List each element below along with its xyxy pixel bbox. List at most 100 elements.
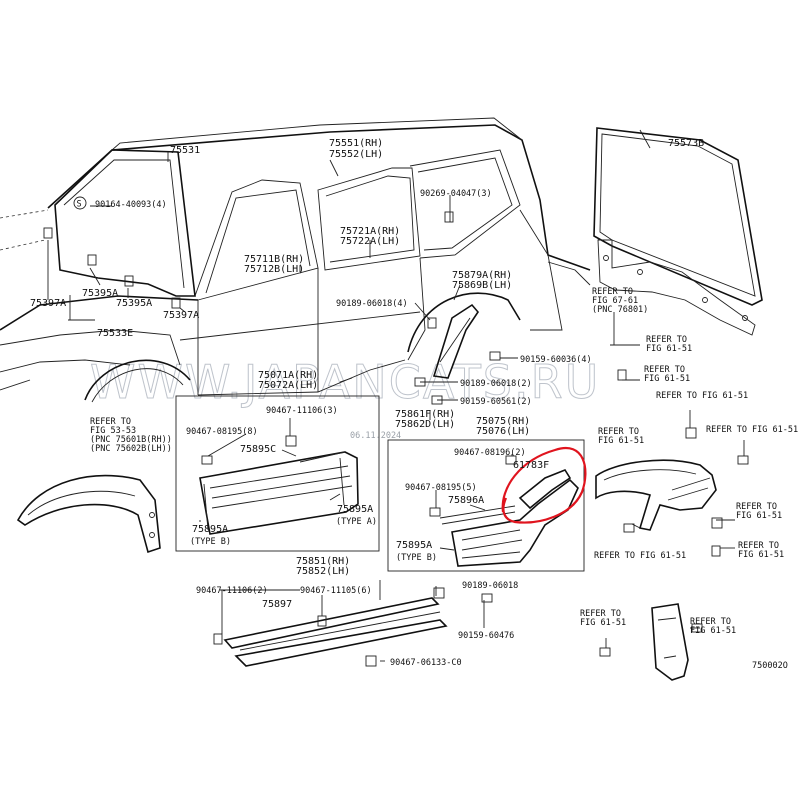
refer-label: FIG 61-51 (736, 511, 782, 521)
part-label: 90467-08195(5) (405, 483, 477, 493)
clip-icon (685, 427, 697, 439)
clip-icon (427, 317, 437, 329)
type-label: (TYPE B) (190, 537, 231, 547)
part-label: 75895A (337, 504, 373, 515)
refer-label: FIG 61-51 (738, 550, 784, 560)
clip-icon (87, 254, 97, 266)
part-label: 75712B(LH) (244, 264, 304, 275)
part-label: 75395A (116, 298, 152, 309)
part-label: 90159-60476 (458, 631, 514, 641)
part-label: 75852(LH) (296, 566, 350, 577)
bolt-icon (623, 523, 635, 533)
part-label: 75851(RH) (296, 556, 350, 567)
clip-icon (171, 297, 181, 309)
refer-label: (PNC 75602B(LH)) (90, 444, 172, 454)
part-label: 75573B (668, 138, 704, 149)
part-label: 90164-40093(4) (95, 200, 167, 210)
part-label: 90467-08195(8) (186, 427, 258, 437)
part-label: 75869B(LH) (452, 280, 512, 291)
part-label: 75072A(LH) (258, 380, 318, 391)
clip-icon (433, 587, 445, 599)
part-label: 75861F(RH) (395, 409, 455, 420)
part-label: 90189-06018(2) (460, 379, 532, 389)
part-label: 75531 (170, 145, 200, 156)
rocker-molding (223, 597, 448, 667)
part-label: 90159-60036(4) (520, 355, 592, 365)
bolt-icon (481, 593, 493, 603)
leader-lines (47, 129, 745, 662)
refer-label: REFER TO (592, 287, 633, 297)
refer-label: REFER TO (738, 541, 779, 551)
back-glass-molding (593, 127, 763, 336)
part-label: 75551(RH) (329, 138, 383, 149)
clip-icon (285, 435, 297, 447)
callout-symbol: S (77, 200, 82, 210)
box-front-door-molding (175, 395, 380, 552)
refer-label: REFER TO (644, 365, 685, 375)
refer-label: FIG 61-51 (598, 436, 644, 446)
part-label: 90159-60561(2) (460, 397, 532, 407)
part-labels: 75531 75551(RH) 75552(LH) 75573B 90164-4… (30, 138, 788, 671)
clip-icon (711, 517, 723, 529)
box-rear-door-molding (387, 439, 585, 572)
part-label: 75395A (82, 288, 118, 299)
part-label: 75895C (240, 444, 276, 455)
part-label: 90467-11106(3) (266, 406, 338, 416)
clip-icon (213, 633, 223, 645)
refer-label: FIG 61-51 (646, 344, 692, 354)
part-label: 90189-06018 (462, 581, 518, 591)
refer-label: REFER TO FIG 61-51 (706, 425, 798, 435)
part-label: 75895A (396, 540, 432, 551)
refer-label: REFER TO (580, 609, 621, 619)
clip-icon (505, 455, 517, 465)
clip-icon (365, 655, 377, 667)
part-label: 90269-04047(3) (420, 189, 492, 199)
part-label: 75879A(RH) (452, 270, 512, 281)
bolt-icon (489, 351, 501, 361)
refer-label: REFER TO (90, 417, 131, 427)
clip-icon (124, 275, 134, 287)
type-label: (TYPE B) (396, 553, 437, 563)
part-label: 75895A (192, 524, 228, 535)
part-label: 75397A (30, 298, 66, 309)
part-label: 75897 (262, 599, 292, 610)
part-label: 75071A(RH) (258, 370, 318, 381)
part-label: 90467-11105(6) (300, 586, 372, 596)
refer-label: REFER TO (690, 617, 731, 627)
part-label: 61783F (513, 460, 549, 471)
part-label: 75397A (163, 310, 199, 321)
part-label: 75076(LH) (476, 426, 530, 437)
clip-icon (43, 227, 53, 239)
refer-label: REFER TO FIG 61-51 (656, 391, 748, 401)
part-label: 75533E (97, 328, 133, 339)
clip-icon (429, 507, 441, 517)
part-label: 75552(LH) (329, 149, 383, 160)
mud-flap (651, 603, 689, 681)
refer-label: REFER TO (736, 502, 777, 512)
watermark: WWW.JAPANCATS.RU (90, 355, 600, 409)
part-label: 75722A(LH) (340, 236, 400, 247)
bolt-icon (599, 647, 611, 657)
part-label: 75075(RH) (476, 416, 530, 427)
part-label: 75711B(RH) (244, 254, 304, 265)
part-label: 75862D(LH) (395, 419, 455, 430)
part-label: 90189-06018(4) (336, 299, 408, 309)
refer-label: FIG 61-51 (644, 374, 690, 384)
refer-label: REFER TO FIG 61-51 (594, 551, 686, 561)
refer-label: FIG 67-61 (592, 296, 638, 306)
refer-label: (PNC 76801) (592, 305, 648, 315)
refer-label: FIG 53-53 (90, 426, 136, 436)
bolt-icon (737, 455, 749, 465)
refer-label: FIG 61-51 (690, 626, 736, 636)
date-stamp: 06.11.2024 (350, 431, 401, 441)
highlight-circle (501, 447, 587, 524)
part-label: 90467-08196(2) (454, 448, 526, 458)
rear-fender-flare (595, 459, 717, 531)
refer-labels: REFER TO FIG 53-53 (PNC 75601B(RH)) (PNC… (90, 287, 798, 636)
clip-icon (444, 211, 454, 223)
part-label: 90467-06133-C0 (390, 658, 462, 668)
clip-icon (711, 545, 721, 557)
clip-icon (617, 369, 627, 381)
diagram-code: 750002O (752, 661, 788, 671)
